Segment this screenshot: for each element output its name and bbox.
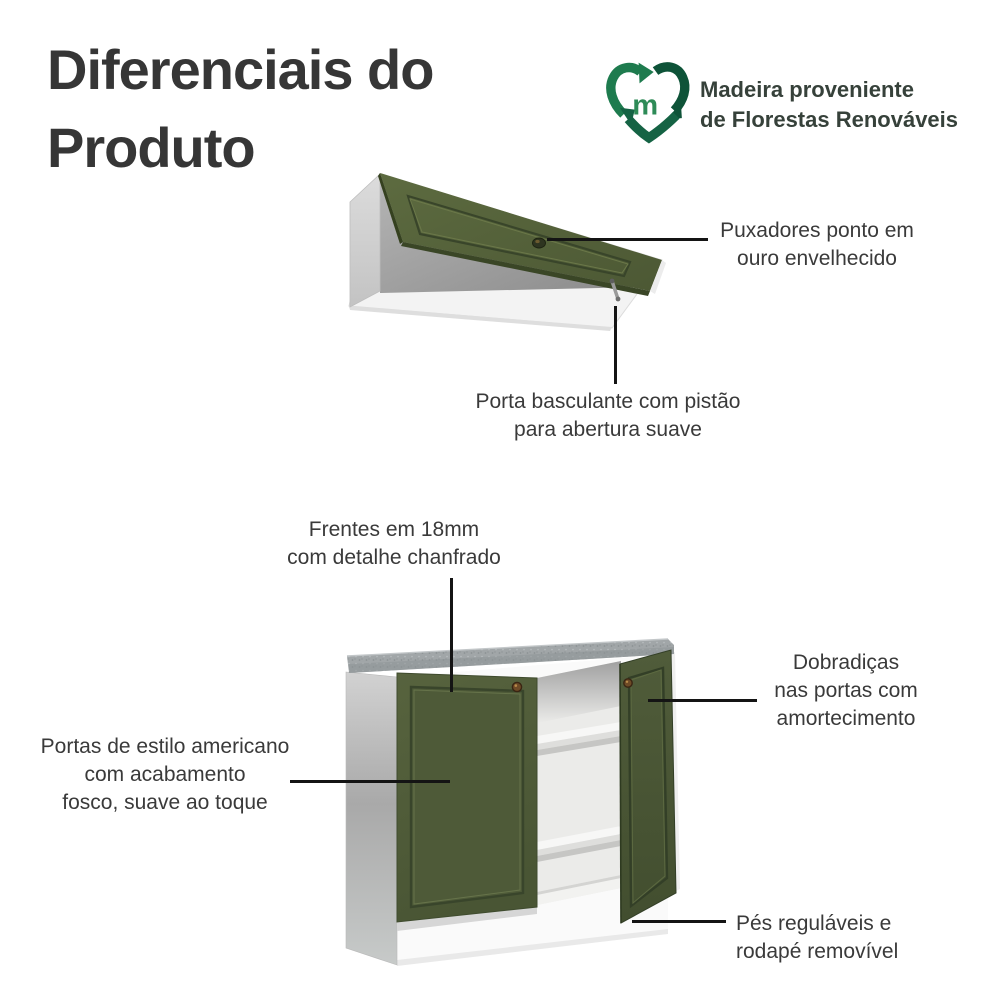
callout-text: Porta basculante com pistão — [475, 390, 741, 413]
callout-text: Pés reguláveis e — [736, 912, 892, 935]
callout-text: Portas de estilo americano — [40, 735, 290, 758]
base-cabinet-illustration — [345, 638, 680, 966]
shelf — [537, 826, 621, 862]
wall-cabinet-knob — [532, 237, 546, 249]
callout-line-portas-estilo — [290, 780, 450, 783]
door-knob — [623, 678, 633, 688]
recycle-arrow-left — [606, 62, 654, 118]
base-cabinet-right-door — [619, 649, 677, 924]
callout-line-dobradicas — [648, 699, 757, 702]
plinth-shadow — [397, 907, 537, 931]
callout-text: nas portas com — [774, 679, 918, 702]
wall-cabinet-illustration — [348, 173, 666, 331]
callout-text: Puxadores ponto em — [720, 219, 914, 242]
badge-text-line-2: de Florestas Renováveis — [700, 107, 959, 132]
base-cabinet-bottom-edge — [397, 929, 668, 966]
callout-line-porta-basculante — [614, 306, 617, 384]
callout-text: com detalhe chanfrado — [287, 546, 501, 569]
base-cabinet-interior — [537, 661, 621, 905]
callout-portas-estilo: Portas de estilo americano com acabament… — [20, 733, 310, 817]
callout-dobradicas: Dobradiças nas portas com amortecimento — [758, 649, 934, 733]
badge-text-line-1: Madeira proveniente — [700, 77, 914, 102]
callout-line-pes — [632, 920, 726, 923]
callout-pes: Pés reguláveis e rodapé removível — [736, 910, 956, 966]
callout-text: ouro envelhecido — [737, 247, 897, 270]
wall-cabinet-flip-door — [378, 173, 666, 296]
page-title-line-1: Diferenciais do — [47, 38, 434, 101]
recycle-heart-icon: m — [606, 62, 690, 144]
wall-cabinet-bottom-edge — [349, 306, 612, 331]
recycle-arrow-bottom — [619, 107, 680, 144]
callout-text: com acabamento — [84, 763, 246, 786]
base-cabinet-left-panel — [345, 671, 398, 966]
callout-text: Dobradiças — [792, 651, 900, 674]
door-knob — [511, 681, 523, 693]
callout-text: Frentes em 18mm — [308, 518, 480, 541]
gas-piston — [609, 278, 621, 302]
callout-text: para abertura suave — [514, 418, 702, 441]
countertop — [346, 638, 674, 673]
logo-letter-m: m — [632, 89, 658, 121]
base-cabinet-left-door — [396, 672, 538, 923]
recycle-arrow-right — [652, 62, 690, 120]
callout-porta-basculante: Porta basculante com pistão para abertur… — [453, 388, 763, 444]
callout-line-puxadores — [547, 238, 708, 241]
callout-text: rodapé removível — [736, 940, 899, 963]
callout-text: amortecimento — [776, 707, 916, 730]
shelf — [537, 722, 621, 756]
callout-text: fosco, suave ao toque — [62, 791, 268, 814]
page-title-line-2: Produto — [47, 116, 256, 179]
callout-puxadores: Puxadores ponto em ouro envelhecido — [707, 217, 927, 273]
callout-frentes: Frentes em 18mm com detalhe chanfrado — [264, 516, 524, 572]
wall-cabinet-left-panel — [349, 173, 381, 308]
callout-line-frentes — [450, 578, 453, 692]
